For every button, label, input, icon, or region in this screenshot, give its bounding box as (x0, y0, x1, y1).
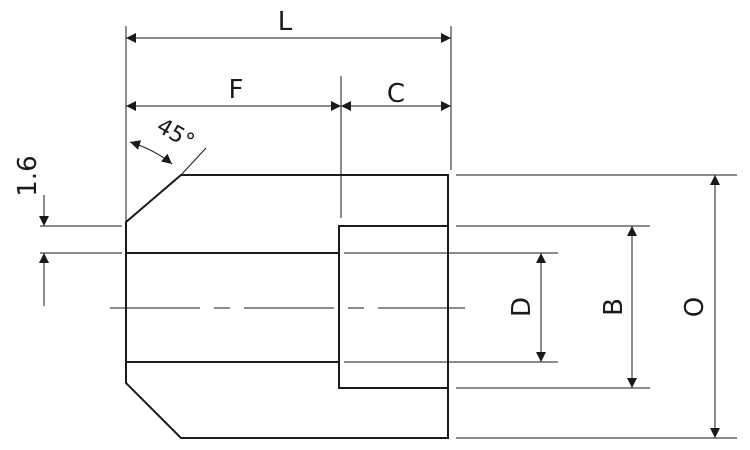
chamfer-extension-line (180, 147, 207, 176)
label-f: F (229, 75, 244, 105)
label-c: C (387, 79, 405, 109)
dimension-arc-45 (129, 140, 173, 165)
label-b: B (599, 298, 629, 316)
label-d: D (507, 297, 537, 317)
counterbore-outline (338, 225, 449, 389)
label-1-6: 1.6 (13, 155, 43, 196)
label-l: L (278, 7, 293, 37)
part-outline (125, 174, 449, 439)
label-45: 45° (152, 114, 198, 155)
label-o: O (680, 297, 710, 317)
